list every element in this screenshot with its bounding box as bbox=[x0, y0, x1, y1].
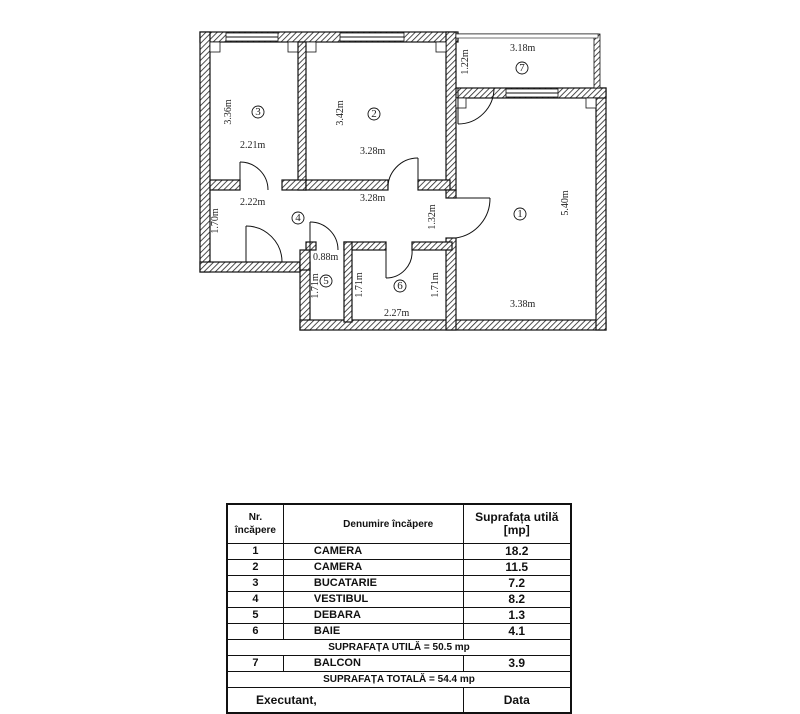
doors bbox=[239, 87, 495, 279]
svg-text:5: 5 bbox=[323, 275, 329, 287]
dim-r4-height-right: 1.32m bbox=[427, 204, 438, 230]
svg-text:3: 3 bbox=[255, 106, 261, 118]
table-row: 3 BUCATARIE 7.2 bbox=[226, 575, 572, 592]
dim-r3-height: 3.36m bbox=[223, 99, 234, 125]
dim-r2-width: 3.28m bbox=[360, 146, 386, 157]
row-nr: 5 bbox=[226, 607, 284, 624]
table-row: 1 CAMERA 18.2 bbox=[226, 543, 572, 560]
row-area: 3.9 bbox=[462, 655, 572, 672]
room-7-label: 7 bbox=[515, 61, 529, 75]
header-name: Denumire încăpere bbox=[282, 503, 464, 544]
row-name: DEBARA bbox=[282, 607, 464, 624]
dim-r4-width-right: 3.28m bbox=[360, 193, 386, 204]
svg-text:7: 7 bbox=[519, 62, 525, 74]
table-row-balcony: 7 BALCON 3.9 bbox=[226, 655, 572, 672]
dim-r7-height: 1.22m bbox=[460, 49, 471, 75]
room-2-label: 2 bbox=[367, 107, 381, 121]
floor-plan: 1 2 3 4 5 6 7 3.38m 5.40m 3.28m bbox=[199, 31, 607, 331]
dim-r4-width-left: 2.22m bbox=[240, 197, 266, 208]
row-name: CAMERA bbox=[282, 543, 464, 560]
svg-text:4: 4 bbox=[295, 212, 301, 224]
dim-r7-width: 3.18m bbox=[510, 43, 536, 54]
table-row: 2 CAMERA 11.5 bbox=[226, 559, 572, 576]
grand-total: SUPRAFAȚA TOTALĂ = 54.4 mp bbox=[226, 671, 572, 688]
useful-total-row: SUPRAFAȚA UTILĂ = 50.5 mp bbox=[226, 639, 572, 656]
table-row: 4 VESTIBUL 8.2 bbox=[226, 591, 572, 608]
table-header-row: Nr.încăpere Denumire încăpere Suprafața … bbox=[226, 503, 572, 544]
row-name: BALCON bbox=[282, 655, 464, 672]
svg-text:6: 6 bbox=[397, 280, 403, 292]
dim-r6-height-right: 1.71m bbox=[430, 272, 441, 298]
grand-total-row: SUPRAFAȚA TOTALĂ = 54.4 mp bbox=[226, 671, 572, 688]
header-nr: Nr.încăpere bbox=[226, 503, 284, 544]
useful-total: SUPRAFAȚA UTILĂ = 50.5 mp bbox=[226, 639, 572, 656]
interior-walls bbox=[209, 41, 457, 331]
dim-r2-height: 3.42m bbox=[335, 100, 346, 126]
room-5-label: 5 bbox=[319, 274, 333, 288]
dim-r6-height-left: 1.71m bbox=[354, 272, 365, 298]
row-area: 11.5 bbox=[462, 559, 572, 576]
table-row: 6 BAIE 4.1 bbox=[226, 623, 572, 640]
date-label: Data bbox=[462, 687, 572, 714]
row-area: 4.1 bbox=[462, 623, 572, 640]
row-area: 7.2 bbox=[462, 575, 572, 592]
row-name: CAMERA bbox=[282, 559, 464, 576]
footer-row: Executant, Data bbox=[226, 687, 572, 714]
row-area: 1.3 bbox=[462, 607, 572, 624]
dim-r4-height-left: 1.70m bbox=[210, 208, 221, 234]
windows bbox=[209, 32, 597, 109]
dimension-labels: 3.38m 5.40m 3.28m 3.42m 2.21m 3.36m 2.22… bbox=[210, 43, 571, 319]
room-labels: 1 2 3 4 5 6 7 bbox=[251, 61, 529, 293]
svg-text:2: 2 bbox=[371, 108, 377, 120]
table-row: 5 DEBARA 1.3 bbox=[226, 607, 572, 624]
svg-text:1: 1 bbox=[517, 208, 523, 220]
row-nr: 2 bbox=[226, 559, 284, 576]
room-3-label: 3 bbox=[251, 105, 265, 119]
dim-r6-width: 2.27m bbox=[384, 308, 410, 319]
dim-r5-width: 0.88m bbox=[313, 252, 339, 263]
row-name: VESTIBUL bbox=[282, 591, 464, 608]
dim-r1-height: 5.40m bbox=[560, 190, 571, 216]
row-nr: 7 bbox=[226, 655, 284, 672]
executant-label: Executant, bbox=[226, 687, 464, 714]
row-nr: 1 bbox=[226, 543, 284, 560]
row-name: BAIE bbox=[282, 623, 464, 640]
room-1-label: 1 bbox=[513, 207, 527, 221]
dim-r5-height: 1.71m bbox=[310, 273, 321, 299]
row-nr: 3 bbox=[226, 575, 284, 592]
dim-r1-width: 3.38m bbox=[510, 299, 536, 310]
room-6-label: 6 bbox=[393, 279, 407, 293]
room-area-table: Nr.încăpere Denumire încăpere Suprafața … bbox=[226, 503, 572, 714]
room-4-label: 4 bbox=[291, 211, 305, 225]
dim-r3-width: 2.21m bbox=[240, 140, 266, 151]
row-name: BUCATARIE bbox=[282, 575, 464, 592]
row-area: 18.2 bbox=[462, 543, 572, 560]
balcony-outline bbox=[455, 33, 601, 89]
row-nr: 6 bbox=[226, 623, 284, 640]
row-nr: 4 bbox=[226, 591, 284, 608]
header-area: Suprafața utilă [mp] bbox=[462, 503, 572, 544]
row-area: 8.2 bbox=[462, 591, 572, 608]
